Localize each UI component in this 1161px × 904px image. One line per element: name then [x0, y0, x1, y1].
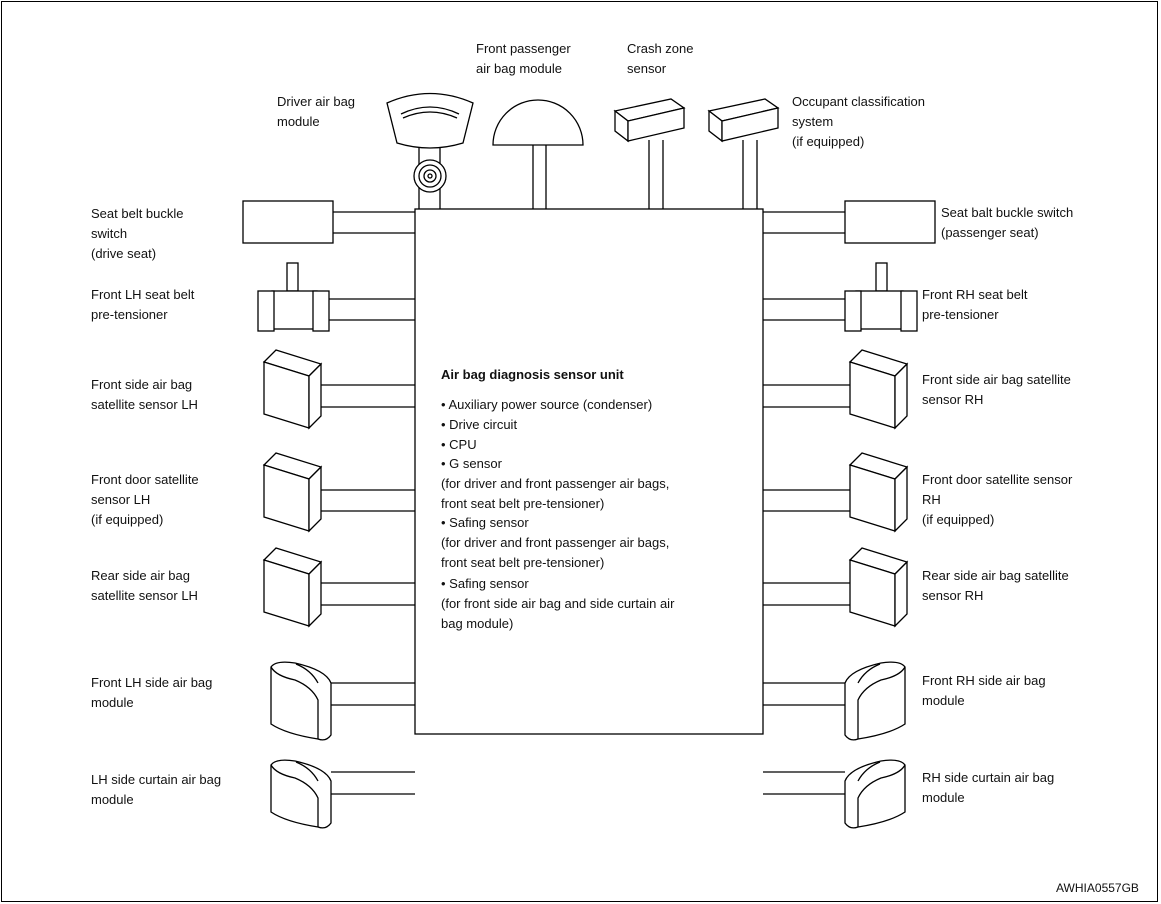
front-rh-side-air-bag-module-icon	[763, 661, 906, 741]
label-rh-side-curtain-air-bag-module: RH side curtain air bag module	[922, 770, 1055, 805]
label-front-side-satellite-sensor-lh: Front side air bag satellite sensor LH	[91, 377, 198, 412]
label-front-door-satellite-sensor-rh: Front door satellite sensor RH (if equip…	[922, 472, 1073, 527]
front-door-satellite-sensor-rh-icon	[763, 452, 909, 533]
seat-belt-buckle-switch-drive-icon	[242, 200, 415, 244]
front-rh-seat-belt-pretensioner-icon	[763, 262, 918, 332]
unit-item: • Safing sensor (for front side air bag …	[441, 576, 675, 631]
unit-item: • Drive circuit	[441, 417, 518, 432]
label-front-side-satellite-sensor-rh: Front side air bag satellite sensor RH	[922, 372, 1071, 407]
lh-side-curtain-air-bag-module-icon	[270, 759, 415, 829]
label-front-rh-side-air-bag-module: Front RH side air bag module	[922, 673, 1046, 708]
label-front-lh-side-air-bag-module: Front LH side air bag module	[91, 675, 213, 710]
crash-zone-sensor-icon	[613, 98, 686, 209]
label-rear-side-satellite-sensor-lh: Rear side air bag satellite sensor LH	[91, 568, 198, 603]
driver-air-bag-module-icon	[386, 92, 474, 209]
label-driver-air-bag-module: Driver air bag module	[277, 94, 356, 129]
label-crash-zone-sensor: Crash zone sensor	[627, 41, 694, 76]
label-rear-side-satellite-sensor-rh: Rear side air bag satellite sensor RH	[922, 568, 1069, 603]
label-lh-side-curtain-air-bag-module: LH side curtain air bag module	[91, 772, 222, 807]
rear-side-satellite-sensor-rh-icon	[763, 547, 909, 628]
label-front-lh-seat-belt-pretensioner: Front LH seat belt pre-tensioner	[91, 287, 195, 322]
air-bag-diagnosis-sensor-unit-box	[414, 208, 764, 735]
front-passenger-air-bag-module-icon	[492, 99, 584, 209]
label-occupant-classification-system: Occupant classification system (if equip…	[792, 94, 925, 149]
label-front-rh-seat-belt-pretensioner: Front RH seat belt pre-tensioner	[922, 287, 1028, 322]
unit-title: Air bag diagnosis sensor unit	[441, 367, 624, 382]
figure-code: AWHIA0557GB	[1056, 881, 1139, 895]
front-lh-seat-belt-pretensioner-icon	[257, 262, 415, 332]
unit-item: • CPU	[441, 437, 477, 452]
unit-item: • G sensor (for driver and front passeng…	[441, 456, 670, 511]
front-lh-side-air-bag-module-icon	[270, 661, 415, 741]
label-front-passenger-air-bag-module: Front passenger air bag module	[476, 41, 571, 76]
unit-item: • Auxiliary power source (condenser)	[441, 397, 653, 412]
label-seat-belt-buckle-switch-drive: Seat belt buckle switch (drive seat)	[91, 206, 184, 261]
unit-item: • Safing sensor (for driver and front pa…	[441, 515, 670, 570]
rh-side-curtain-air-bag-module-icon	[763, 759, 906, 829]
occupant-classification-system-icon	[707, 98, 780, 209]
label-seat-belt-buckle-switch-passenger: Seat balt buckle switch (passenger seat)	[941, 205, 1074, 240]
seat-belt-buckle-switch-passenger-icon	[763, 200, 936, 244]
front-side-satellite-sensor-rh-icon	[763, 349, 909, 430]
label-front-door-satellite-sensor-lh: Front door satellite sensor LH (if equip…	[91, 472, 199, 527]
rear-side-satellite-sensor-lh-icon	[262, 547, 415, 628]
front-door-satellite-sensor-lh-icon	[262, 452, 415, 533]
front-side-satellite-sensor-lh-icon	[262, 349, 415, 430]
